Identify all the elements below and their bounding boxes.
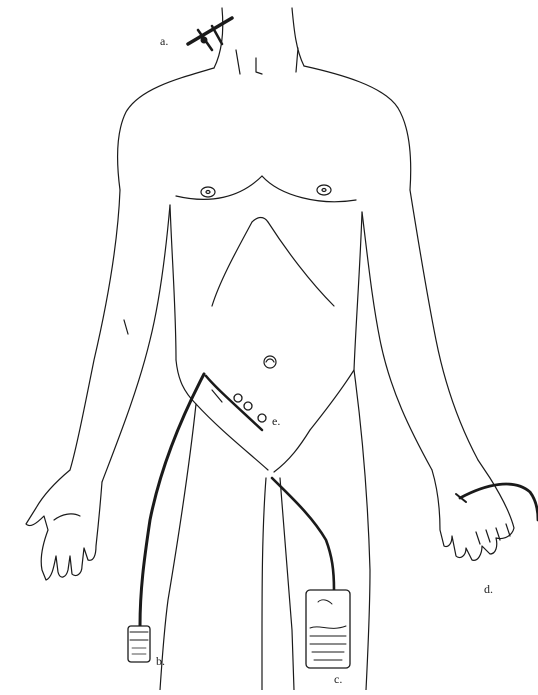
chest-line-left [176, 176, 262, 199]
label-e: e. [272, 414, 280, 429]
xiphoid-mark [252, 218, 268, 223]
right-shoulder [304, 66, 411, 190]
left-nipple-center [206, 191, 210, 194]
label-b: b. [156, 654, 165, 669]
urinary-drainage-assembly [272, 478, 350, 668]
collection-bottle [128, 626, 150, 662]
inguinal-right [274, 430, 310, 472]
right-leg-inner [280, 478, 294, 690]
inguinal-left [196, 404, 268, 470]
right-arm-outer [410, 190, 478, 460]
hip-right [310, 370, 354, 430]
left-shoulder [118, 68, 214, 190]
subclavian-catheter [188, 18, 232, 44]
catheter-hub [201, 37, 207, 43]
neck-tendon-left [236, 50, 240, 74]
left-arm-outer [70, 190, 120, 470]
right-nipple-center [322, 189, 326, 192]
central-line-assembly [188, 18, 232, 50]
left-nipple [201, 187, 215, 197]
catheter-cuff-3 [258, 414, 266, 422]
trunk-left-side [170, 205, 176, 360]
right-leg-outer [354, 370, 370, 690]
left-elbow-mark [124, 320, 128, 334]
label-c: c. [334, 672, 342, 687]
throat-mark [256, 58, 262, 74]
label-a: a. [160, 34, 168, 49]
neck-right-line [292, 8, 304, 66]
left-arm-inner [102, 205, 170, 482]
rib-margin-left [212, 222, 252, 306]
right-nipple [317, 185, 331, 195]
chest-line-right [262, 176, 356, 202]
iv-tubing [460, 484, 538, 520]
catheter-cuff-2 [244, 402, 252, 410]
right-hand-knuckles [476, 524, 510, 544]
drainage-bag [306, 590, 350, 668]
femoral-tubing [140, 374, 204, 626]
right-hand [432, 460, 514, 560]
neck-tendon-right [296, 48, 298, 72]
label-d: d. [484, 582, 493, 597]
left-leg-inner [262, 478, 266, 690]
trunk-right-side [354, 212, 362, 370]
catheter-cuff-1 [234, 394, 242, 402]
rib-margin-right [268, 222, 334, 306]
left-hand [26, 470, 102, 580]
left-palm-crease [54, 514, 80, 520]
abdominal-catheter-assembly [206, 376, 266, 430]
left-leg-outer [160, 404, 196, 690]
navel-inner [266, 359, 274, 362]
right-arm-inner [362, 212, 432, 470]
